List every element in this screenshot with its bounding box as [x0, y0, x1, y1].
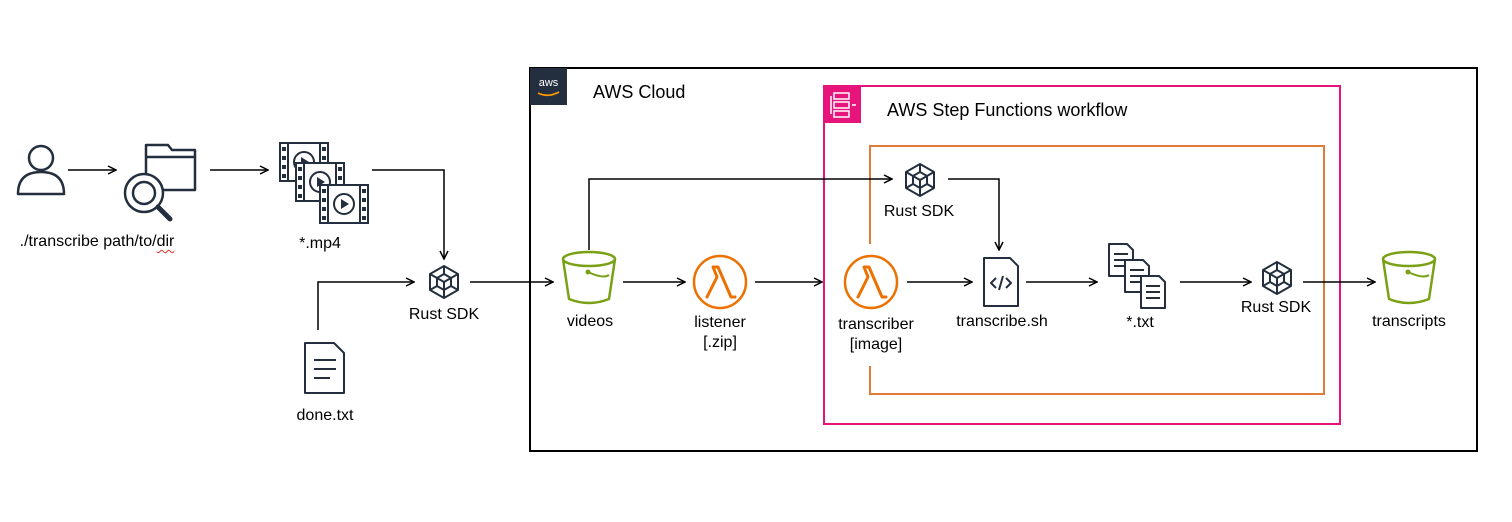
aws-cloud-group — [529, 67, 1478, 452]
sdk-right-label: Rust SDK — [1240, 299, 1312, 316]
step-functions-icon — [824, 86, 861, 123]
aws-logo-icon — [530, 68, 567, 105]
arrow-sdk-top-to-script — [948, 178, 999, 250]
aws-logo-text: aws — [539, 77, 559, 89]
connectors — [68, 170, 1375, 330]
transcriber-label: transcriber — [838, 316, 914, 333]
transcripts-label: transcripts — [1372, 313, 1446, 330]
sdk-top-label: Rust SDK — [883, 203, 955, 220]
arrow-videos-to-sdk-top — [588, 179, 892, 250]
step-functions-group — [823, 85, 1341, 425]
arrow-mp4-to-sdk — [372, 169, 444, 259]
transcriber-image-label: [image] — [849, 336, 903, 353]
videos-bucket-icon — [561, 250, 617, 305]
done-txt-label: done.txt — [296, 407, 354, 424]
user-icon — [16, 144, 66, 196]
script-file-icon — [983, 257, 1019, 307]
video-files-icon — [279, 142, 369, 224]
aws-cloud-title: AWS Cloud — [593, 82, 686, 102]
mp4-label: *.mp4 — [299, 235, 341, 252]
cli-command-label: ./transcribe path/to/dir — [20, 232, 175, 252]
cli-dir: dir — [156, 233, 175, 250]
text-files-icon — [1108, 243, 1166, 309]
sdk-cube-icon-top — [905, 163, 935, 197]
script-label: transcribe.sh — [956, 313, 1048, 330]
arrow-done-to-sdk — [317, 282, 414, 330]
document-icon — [304, 342, 345, 394]
folder-search-icon — [123, 143, 197, 222]
sdk-cube-icon — [429, 265, 459, 299]
cli-prefix: ./transcribe path/to/ — [19, 233, 157, 250]
listener-lambda-icon — [692, 254, 748, 310]
sdk-cube-icon-right — [1262, 261, 1292, 295]
listener-label: listener — [694, 314, 746, 331]
txt-label: *.txt — [1126, 314, 1154, 331]
workflow-box — [869, 145, 1325, 395]
transcripts-bucket-icon — [1381, 250, 1437, 305]
listener-zip-label: [.zip] — [703, 334, 737, 351]
sdk-upload-label: Rust SDK — [408, 306, 480, 323]
step-functions-title: AWS Step Functions workflow — [887, 100, 1128, 120]
videos-label: videos — [566, 313, 614, 330]
transcriber-lambda-icon — [843, 254, 899, 310]
